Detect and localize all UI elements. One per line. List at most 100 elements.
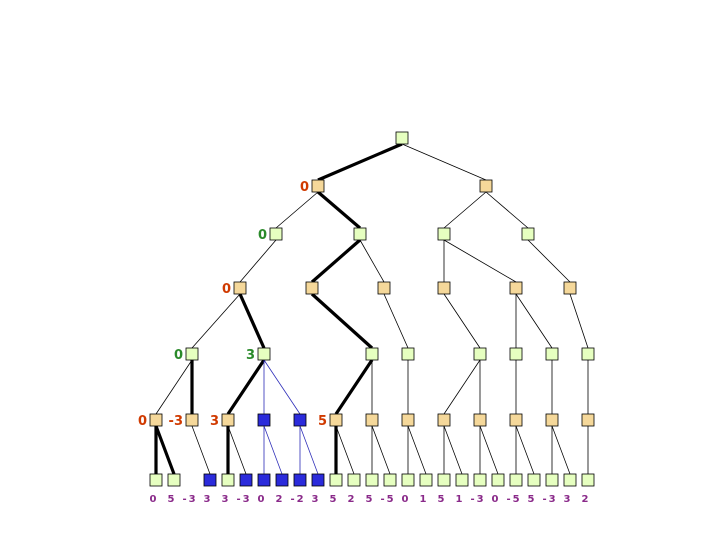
node-e8 xyxy=(401,413,415,427)
leaf-value: 5 xyxy=(330,494,339,505)
edge-c1-d1 xyxy=(191,293,241,349)
node-value-e6: 5 xyxy=(318,414,327,429)
leaf-value: 3 xyxy=(564,494,573,505)
leaf-value: 5 xyxy=(438,494,447,505)
node-e13 xyxy=(581,413,595,427)
node-d1 xyxy=(185,347,199,361)
edge-c2-d3 xyxy=(310,292,374,350)
node-d3 xyxy=(365,347,379,361)
leaf-value: 5 xyxy=(366,494,375,505)
node-e3 xyxy=(221,413,235,427)
edge-e3-f5 xyxy=(227,425,247,475)
tree-edges xyxy=(154,142,589,475)
leaf-value: -3 xyxy=(236,494,251,505)
leaf-value: 0 xyxy=(402,494,411,505)
node-value-d1: 0 xyxy=(174,348,183,363)
node-c5 xyxy=(509,281,523,295)
node-e11 xyxy=(509,413,523,427)
edge-c4-d5 xyxy=(443,293,481,349)
leaf-value: 3 xyxy=(204,494,213,505)
leaf-value: -3 xyxy=(542,494,557,505)
node-d2 xyxy=(257,347,271,361)
edge-e8-f15 xyxy=(407,425,427,475)
node-f9 xyxy=(311,473,325,487)
leaf-value: -3 xyxy=(470,494,485,505)
node-f4 xyxy=(221,473,235,487)
edge-c6-d8 xyxy=(569,293,589,349)
edge-d1-e1 xyxy=(155,359,193,415)
node-a1 xyxy=(311,179,325,193)
node-e7 xyxy=(365,413,379,427)
edge-c5-d7 xyxy=(515,293,553,349)
node-e10 xyxy=(473,413,487,427)
edge-root-a1 xyxy=(317,142,403,182)
node-f18 xyxy=(473,473,487,487)
node-value-e3: 3 xyxy=(210,414,219,429)
node-f10 xyxy=(329,473,343,487)
node-f6 xyxy=(257,473,271,487)
node-f14 xyxy=(401,473,415,487)
node-f1 xyxy=(149,473,163,487)
leaf-value: -5 xyxy=(380,494,395,505)
node-value-e2: -3 xyxy=(169,414,183,429)
edge-e10-f19 xyxy=(479,425,499,475)
node-d5 xyxy=(473,347,487,361)
node-e4 xyxy=(257,413,271,427)
leaf-value: -2 xyxy=(290,494,305,505)
edge-e6-f11 xyxy=(335,425,355,475)
edge-a1-b1 xyxy=(275,191,319,229)
edge-b2-c3 xyxy=(359,239,385,283)
leaf-value: 1 xyxy=(456,494,465,505)
node-f12 xyxy=(365,473,379,487)
node-c3 xyxy=(377,281,391,295)
leaf-value: 2 xyxy=(582,494,591,505)
node-d7 xyxy=(545,347,559,361)
node-value-e1: 0 xyxy=(138,414,147,429)
node-value-c1: 0 xyxy=(222,282,231,297)
node-f13 xyxy=(383,473,397,487)
node-f20 xyxy=(509,473,523,487)
node-d8 xyxy=(581,347,595,361)
edge-a1-b2 xyxy=(316,190,362,230)
node-b3 xyxy=(437,227,451,241)
edge-b1-c1 xyxy=(239,239,277,283)
edge-d2-e3 xyxy=(226,359,266,415)
leaf-value: 0 xyxy=(150,494,159,505)
leaf-value: -5 xyxy=(506,494,521,505)
node-f21 xyxy=(527,473,541,487)
node-f23 xyxy=(563,473,577,487)
node-b4 xyxy=(521,227,535,241)
edge-d3-e6 xyxy=(334,359,374,415)
leaf-value: 3 xyxy=(222,494,231,505)
node-b1 xyxy=(269,227,283,241)
leaf-value: -3 xyxy=(182,494,197,505)
node-d6 xyxy=(509,347,523,361)
edge-e12-f23 xyxy=(551,425,571,475)
leaf-value: 2 xyxy=(348,494,357,505)
tree-nodes xyxy=(149,131,595,487)
leaf-value: 1 xyxy=(420,494,429,505)
node-f7 xyxy=(275,473,289,487)
node-f2 xyxy=(167,473,181,487)
leaf-value: 2 xyxy=(276,494,285,505)
node-f16 xyxy=(437,473,451,487)
node-f5 xyxy=(239,473,253,487)
edge-b4-c6 xyxy=(527,239,571,283)
node-f19 xyxy=(491,473,505,487)
edge-d5-e9 xyxy=(443,359,481,415)
node-b2 xyxy=(353,227,367,241)
leaf-value: 0 xyxy=(492,494,501,505)
edge-c3-d4 xyxy=(383,293,409,349)
node-e6 xyxy=(329,413,343,427)
leaf-value: 5 xyxy=(168,494,177,505)
edge-root-a2 xyxy=(401,143,487,181)
node-value-d2: 3 xyxy=(246,348,255,363)
edge-d2-e5 xyxy=(263,359,301,415)
node-f3 xyxy=(203,473,217,487)
edge-b2-c2 xyxy=(310,238,362,284)
node-f24 xyxy=(581,473,595,487)
node-c4 xyxy=(437,281,451,295)
